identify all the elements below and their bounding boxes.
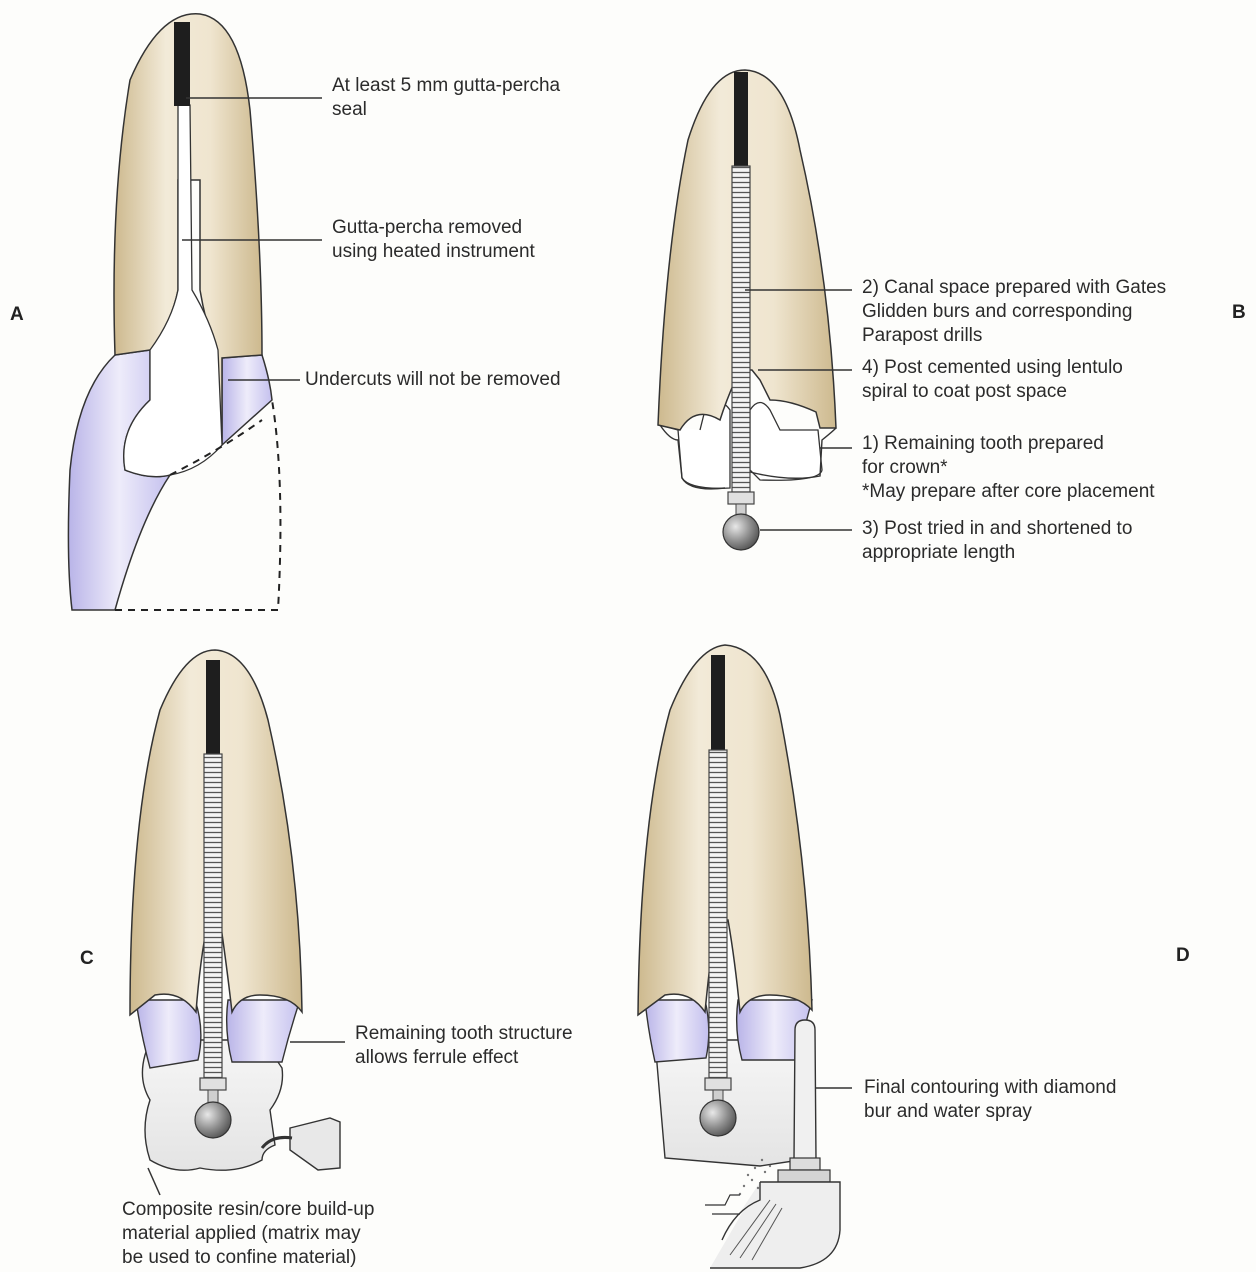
panel-letter-c: C [80, 948, 94, 970]
panel-c-enamel-right [227, 1000, 300, 1062]
label-b-step2: 2) Canal space prepared with Gates Glidd… [862, 276, 1166, 348]
panel-b-post-head [723, 514, 759, 550]
panel-d-post-head [700, 1100, 736, 1136]
panel-c-syringe [290, 1118, 340, 1170]
panel-b-post [732, 166, 750, 492]
panel-a-gutta-percha-seal [174, 22, 190, 106]
panel-d-gutta-percha [711, 655, 725, 751]
panel-b-post-collar [728, 492, 754, 504]
panel-b-tooth [658, 70, 852, 550]
panel-letter-b: B [1232, 302, 1246, 324]
panel-letter-d: D [1176, 945, 1190, 967]
label-a-removed: Gutta-percha removed using heated instru… [332, 216, 535, 264]
leader-c-composite [148, 1168, 160, 1195]
panel-c-post-head [195, 1102, 231, 1138]
panel-d-diamond-bur [794, 1020, 816, 1160]
label-b-step3: 3) Post tried in and shortened to approp… [862, 517, 1132, 565]
label-a-undercuts: Undercuts will not be removed [305, 368, 561, 392]
panel-c-gutta-percha [206, 660, 220, 756]
panel-c-tooth [130, 650, 345, 1195]
label-b-step4: 4) Post cemented using lentulo spiral to… [862, 356, 1123, 404]
panel-d-post [709, 750, 727, 1078]
panel-a-tooth [68, 14, 322, 610]
panel-d-enamel-left [645, 1000, 709, 1062]
label-c-composite: Composite resin/core build-up material a… [122, 1198, 374, 1270]
panel-c-post [204, 754, 222, 1078]
panel-a-enamel-right [222, 355, 272, 445]
panel-letter-a: A [10, 304, 24, 326]
panel-c-post-collar [200, 1078, 226, 1090]
label-a-seal: At least 5 mm gutta-percha seal [332, 74, 560, 122]
panel-b-gutta-percha [734, 72, 748, 168]
label-b-step1: 1) Remaining tooth prepared for crown* *… [862, 432, 1155, 504]
label-c-ferrule: Remaining tooth structure allows ferrule… [355, 1022, 573, 1070]
label-d-contouring: Final contouring with diamond bur and wa… [864, 1076, 1116, 1124]
panel-d-post-collar [705, 1078, 731, 1090]
panel-d-tooth [638, 645, 852, 1268]
